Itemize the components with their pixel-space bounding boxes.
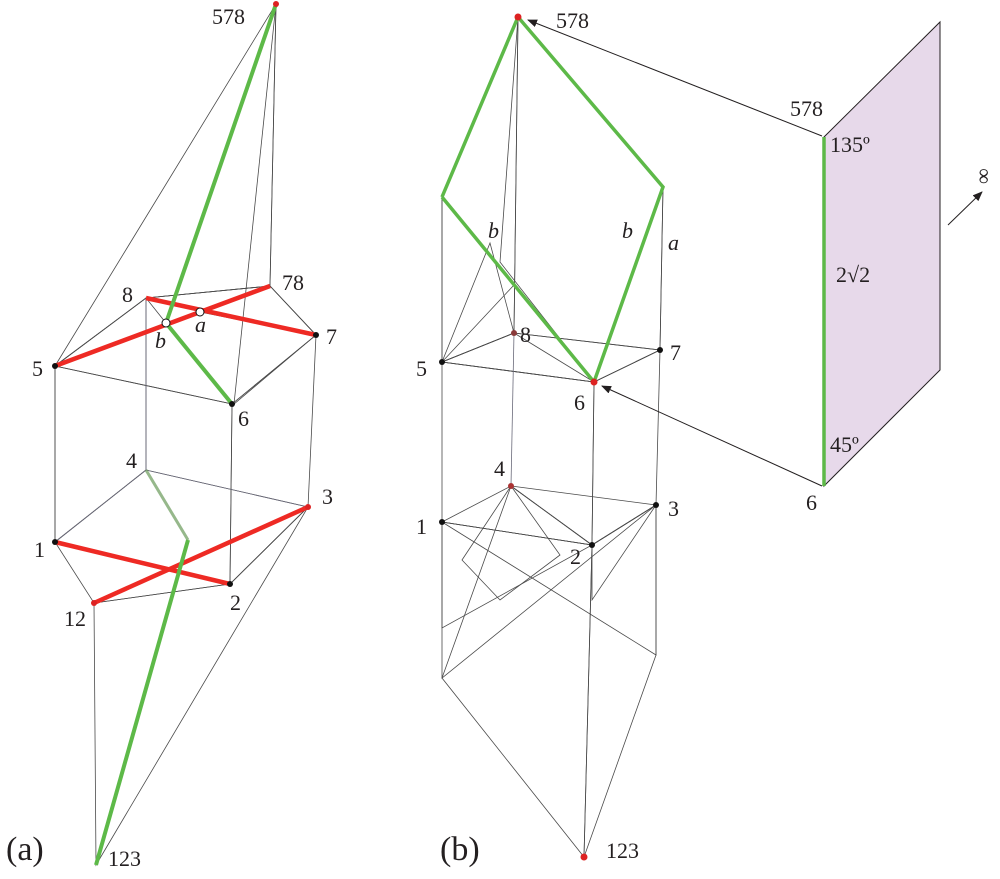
- lavender-face: [823, 20, 941, 488]
- vertex-label-1: 1: [416, 514, 427, 539]
- vertex-dot: [305, 504, 311, 510]
- hidden-edge: [145, 469, 309, 508]
- panel-b: 578 5 8 7 6 4 1 3 2 123 b b a (b): [416, 8, 681, 868]
- green-line: [94, 539, 190, 866]
- vertex-dot: [439, 359, 445, 365]
- panel-a: 578 78 8 7 5 6 4 3 1 2 12 123 a b (a): [6, 1, 337, 871]
- vertex-dot: [439, 519, 445, 525]
- red-line: [54, 283, 271, 369]
- vertex-dot: [580, 853, 588, 861]
- edge-label-a: a: [668, 230, 679, 255]
- caption-a: (a): [6, 831, 44, 868]
- vertex-dot: [589, 542, 595, 548]
- vertex-dot: [657, 347, 663, 353]
- vertex-dot: [514, 13, 522, 21]
- vertex-label-8: 8: [520, 322, 531, 347]
- point-label-b: b: [155, 328, 166, 353]
- green-rhombus: [440, 13, 665, 386]
- vertex-label-4: 4: [126, 448, 137, 473]
- vertex-label-578: 578: [212, 4, 245, 29]
- upper-blue-plane-right: [233, 3, 317, 405]
- green-line: [164, 321, 234, 406]
- cube-top-face: [54, 285, 317, 405]
- lower-brown-right: [591, 504, 657, 602]
- red-line: [54, 539, 231, 587]
- arrow-to-6: [601, 385, 823, 487]
- vertex-dot: [91, 600, 97, 606]
- upper-back-face: [513, 15, 664, 351]
- hidden-edge: [54, 469, 147, 543]
- vertex-label-4: 4: [494, 456, 505, 481]
- edge-label-b-left: b: [488, 218, 499, 243]
- vertex-label-7: 7: [326, 324, 337, 349]
- vertex-dot: [508, 483, 514, 489]
- lower-red-pyramid-right: [510, 485, 658, 546]
- vertex-label-123: 123: [606, 838, 639, 863]
- inset-label-578: 578: [790, 96, 823, 121]
- hidden-edge: [510, 332, 515, 487]
- lower-pink-face: [461, 485, 561, 601]
- edge-label-b-right: b: [622, 218, 633, 243]
- vertex-dot: [229, 401, 235, 407]
- arrow-to-578: [527, 19, 823, 137]
- caption-b: (b): [440, 831, 480, 868]
- lower-olive-face: [441, 504, 657, 679]
- green-line-dim: [144, 469, 190, 541]
- vertex-label-7: 7: [670, 340, 681, 365]
- vertex-dot: [590, 378, 598, 386]
- vertex-label-8: 8: [122, 282, 133, 307]
- vertex-dot: [313, 332, 319, 338]
- cube-left-face: [54, 297, 147, 543]
- vertex-dot: [52, 363, 58, 369]
- cube-front-face: [441, 361, 595, 546]
- vertex-label-3: 3: [322, 484, 333, 509]
- vertex-label-78: 78: [282, 270, 304, 295]
- green-line: [164, 3, 278, 324]
- inset-label-6: 6: [806, 490, 817, 515]
- point-label-a: a: [195, 312, 206, 337]
- vertex-dot: [653, 502, 659, 508]
- arrow-infinity: [947, 191, 983, 226]
- bottom-yellow-triangle: [54, 541, 231, 604]
- angle-45: 45º: [830, 432, 859, 457]
- vertex-dot: [227, 581, 233, 587]
- vertex-dot: [52, 539, 58, 545]
- cube-right-face: [229, 334, 317, 585]
- infinity-symbol: ∞: [970, 168, 995, 184]
- vertex-label-3: 3: [668, 496, 679, 521]
- angle-135: 135º: [830, 132, 870, 157]
- upper-red-left: [441, 241, 515, 363]
- red-line: [93, 504, 309, 606]
- vertex-label-6: 6: [574, 390, 585, 415]
- upper-left-face: [441, 16, 519, 363]
- edge-length: 2√2: [836, 262, 870, 287]
- upper-front-face: [441, 16, 664, 383]
- vertex-label-6: 6: [238, 406, 249, 431]
- vertex-dot: [511, 330, 517, 336]
- cube-right-face: [591, 349, 661, 546]
- vertex-label-2: 2: [570, 544, 581, 569]
- upper-green-face: [441, 16, 664, 383]
- vertex-dot: [273, 1, 279, 7]
- cube-top-face: [440, 332, 662, 383]
- point-b-dot: [161, 318, 171, 328]
- inset-face: 578 6 135º 45º 2√2 ∞: [527, 19, 995, 515]
- vertex-label-578: 578: [556, 8, 589, 33]
- vertex-label-12: 12: [64, 606, 86, 631]
- vertex-label-5: 5: [32, 356, 43, 381]
- vertex-label-2: 2: [230, 590, 241, 615]
- vertex-label-1: 1: [34, 537, 45, 562]
- vertex-label-5: 5: [416, 356, 427, 381]
- vertex-label-123: 123: [108, 846, 141, 871]
- point-a-dot: [195, 307, 205, 317]
- upper-blue-plane: [54, 2, 277, 367]
